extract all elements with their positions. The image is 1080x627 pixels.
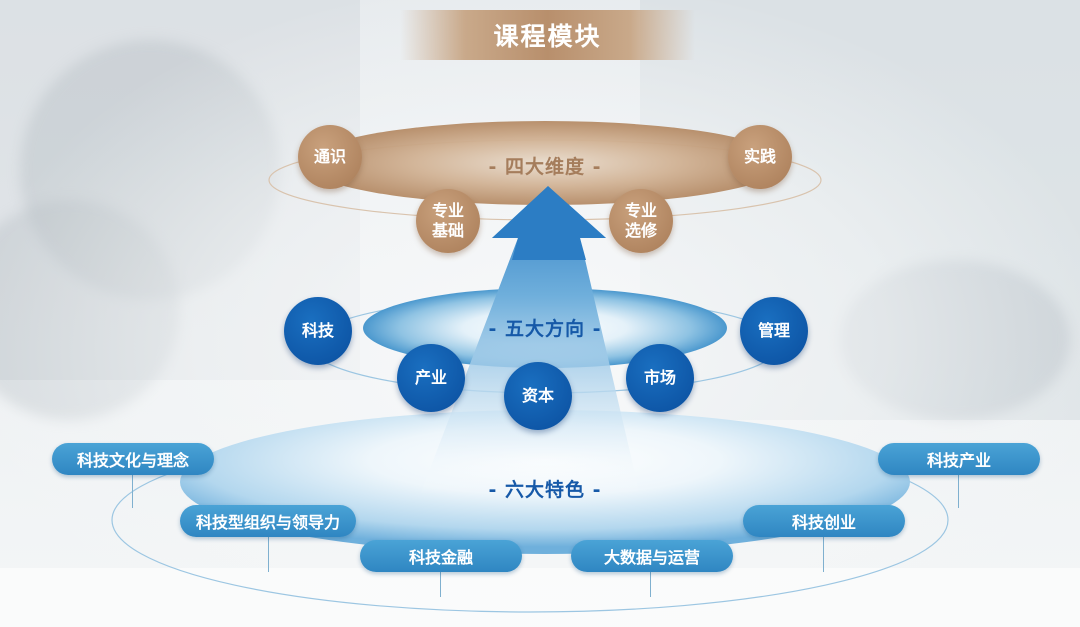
top-item-major-foundation: 专业 基础 xyxy=(416,189,480,253)
top-item-general: 通识 xyxy=(298,125,362,189)
top-layer-disc xyxy=(305,121,785,205)
bottom-item-tech-organization: 科技型组织与领导力 xyxy=(180,505,356,537)
middle-item-industry: 产业 xyxy=(397,344,465,412)
pill-connector xyxy=(823,536,824,572)
top-item-practice: 实践 xyxy=(728,125,792,189)
bottom-item-big-data: 大数据与运营 xyxy=(571,540,733,572)
pill-connector xyxy=(132,474,133,508)
title-banner: 课程模块 xyxy=(400,10,695,60)
bottom-item-tech-industry: 科技产业 xyxy=(878,443,1040,475)
pill-connector xyxy=(958,474,959,508)
middle-item-technology: 科技 xyxy=(284,297,352,365)
bottom-item-tech-culture: 科技文化与理念 xyxy=(52,443,214,475)
bottom-item-tech-finance: 科技金融 xyxy=(360,540,522,572)
upward-arrow xyxy=(420,186,640,495)
pill-connector xyxy=(268,536,269,572)
top-layer-label: - 四大维度 - xyxy=(488,156,602,178)
bottom-layer-label: - 六大特色 - xyxy=(488,479,602,501)
middle-item-capital: 资本 xyxy=(504,362,572,430)
middle-item-market: 市场 xyxy=(626,344,694,412)
upward-arrow-tip xyxy=(492,186,606,260)
middle-item-management: 管理 xyxy=(740,297,808,365)
top-item-major-elective: 专业 选修 xyxy=(609,189,673,253)
middle-layer-label: - 五大方向 - xyxy=(488,318,602,340)
pill-connector xyxy=(440,571,441,597)
bottom-item-tech-entrepreneurship: 科技创业 xyxy=(743,505,905,537)
page-title: 课程模块 xyxy=(493,22,602,51)
pill-connector xyxy=(650,571,651,597)
